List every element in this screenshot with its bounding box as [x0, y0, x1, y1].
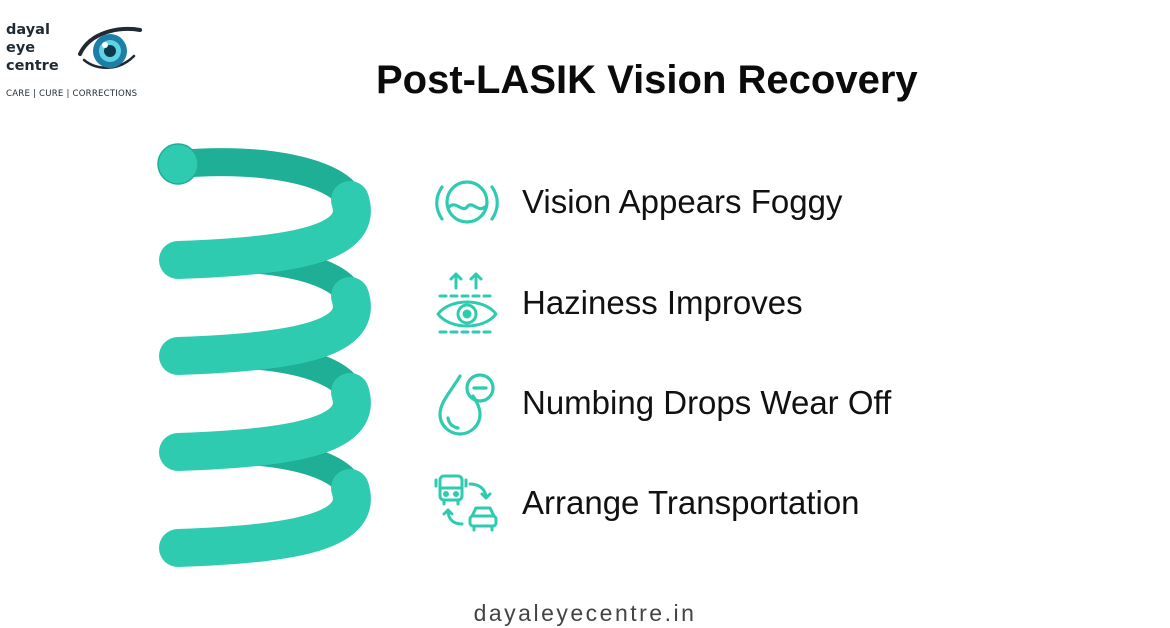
- step-2: Haziness Improves: [432, 268, 1032, 338]
- website-footer: dayaleyecentre.in: [473, 600, 697, 626]
- step-1: Vision Appears Foggy: [432, 167, 1032, 237]
- logo-tagline: CARE | CURE | CORRECTIONS: [6, 89, 138, 99]
- foggy-vision-eye-icon: [435, 180, 499, 224]
- step-2-label: Haziness Improves: [522, 284, 803, 321]
- logo-word-line1: dayal: [6, 22, 50, 38]
- logo-word-line2: eye: [6, 40, 36, 56]
- logo-word-line3: centre: [6, 58, 59, 74]
- brand-logo: dayal eye centre CARE | CURE | CORRECTIO…: [6, 22, 156, 106]
- step-3: Numbing Drops Wear Off: [432, 368, 1032, 438]
- step-1-label: Vision Appears Foggy: [522, 183, 843, 220]
- page-title: Post-LASIK Vision Recovery: [376, 58, 918, 102]
- spring-coil-graphic: [157, 143, 371, 567]
- eye-drop-minus-icon: [438, 373, 495, 436]
- bus-car-transport-icon: [434, 474, 498, 532]
- step-4-label: Arrange Transportation: [522, 484, 860, 521]
- step-4: Arrange Transportation: [432, 468, 1032, 538]
- eye-improving-arrows-icon: [436, 272, 498, 334]
- step-3-label: Numbing Drops Wear Off: [522, 384, 892, 421]
- eye-logo-icon: [78, 26, 142, 69]
